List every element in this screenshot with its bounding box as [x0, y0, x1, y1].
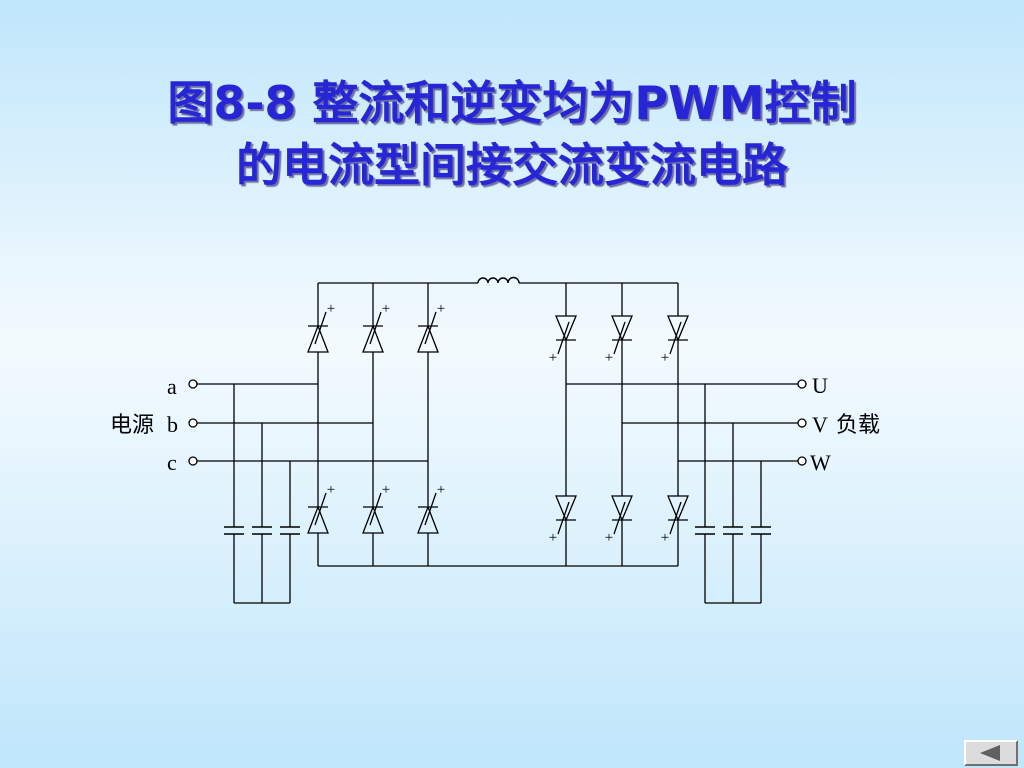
- rectifier-thyristor-upper-2-gate-plus: +: [382, 301, 390, 317]
- thyristor-triangle: [555, 495, 577, 522]
- output-u-terminal: [797, 379, 807, 389]
- inverter-thyristor-upper-3: [667, 315, 689, 355]
- rectifier-thyristor-upper-3-gate-plus: +: [437, 301, 445, 317]
- thyristor-gate: [557, 501, 570, 535]
- rectifier-thyristor-lower-3: [417, 492, 439, 534]
- rectifier-thyristor-lower-3-gate-plus: +: [437, 482, 445, 498]
- previous-slide-button[interactable]: [964, 740, 1018, 766]
- thyristor-gate: [369, 311, 382, 345]
- thyristor-triangle: [555, 315, 577, 342]
- inverter-thyristor-upper-1-gate-plus: +: [549, 350, 557, 366]
- dc-link-inductor: [477, 276, 520, 284]
- thyristor-gate: [314, 311, 327, 345]
- inverter-thyristor-upper-3-gate-plus: +: [661, 350, 669, 366]
- rectifier-thyristor-lower-2-gate-plus: +: [382, 482, 390, 498]
- inverter-thyristor-lower-2-gate-plus: +: [605, 530, 613, 546]
- circuit-wires: [197, 282, 798, 604]
- input-a-terminal: [188, 379, 198, 389]
- output-capacitor-2: [723, 526, 743, 535]
- thyristor-gate: [557, 321, 570, 355]
- thyristor-triangle: [417, 324, 439, 353]
- rectifier-thyristor-lower-2: [362, 492, 384, 534]
- thyristor-gate: [613, 501, 626, 535]
- thyristor-triangle: [362, 324, 384, 353]
- inverter-thyristor-lower-2: [611, 495, 633, 535]
- thyristor-triangle: [417, 505, 439, 534]
- circuit-devices: [188, 276, 807, 535]
- input-capacitor-1: [224, 526, 244, 535]
- inverter-thyristor-lower-3-gate-plus: +: [661, 530, 669, 546]
- input-capacitor-2: [252, 526, 272, 535]
- slide-title-line-2: 的电流型间接交流变流电路: [236, 138, 788, 192]
- rectifier-thyristor-upper-2: [362, 311, 384, 353]
- thyristor-triangle: [667, 495, 689, 522]
- input-b-terminal: [188, 418, 198, 428]
- thyristor-triangle: [362, 505, 384, 534]
- input-a-label: a: [167, 374, 177, 399]
- thyristor-triangle: [307, 505, 329, 534]
- output-capacitor-3: [751, 526, 771, 535]
- inverter-thyristor-lower-1-gate-plus: +: [549, 530, 557, 546]
- inverter-thyristor-lower-1: [555, 495, 577, 535]
- thyristor-gate: [424, 492, 437, 526]
- thyristor-triangle: [611, 315, 633, 342]
- load-label: 负载: [836, 412, 880, 437]
- thyristor-gate: [369, 492, 382, 526]
- rectifier-thyristor-upper-1: [307, 311, 329, 353]
- input-c-terminal: [188, 456, 198, 466]
- output-v-label: V: [812, 412, 828, 437]
- thyristor-triangle: [611, 495, 633, 522]
- input-b-label: b: [167, 412, 178, 437]
- input-capacitor-3: [280, 526, 300, 535]
- rectifier-thyristor-lower-1: [307, 492, 329, 534]
- source-label: 电源: [110, 412, 154, 437]
- inverter-thyristor-upper-2: [611, 315, 633, 355]
- output-w-terminal: [797, 456, 807, 466]
- output-v-terminal: [797, 418, 807, 428]
- inverter-thyristor-upper-2-gate-plus: +: [605, 350, 613, 366]
- output-w-label: W: [810, 450, 831, 475]
- thyristor-triangle: [667, 315, 689, 342]
- inverter-thyristor-upper-1: [555, 315, 577, 355]
- thyristor-gate: [613, 321, 626, 355]
- rectifier-thyristor-lower-1-gate-plus: +: [327, 482, 335, 498]
- output-capacitor-1: [695, 526, 715, 535]
- triangle-left-icon: [980, 745, 1000, 761]
- rectifier-thyristor-upper-1-gate-plus: +: [327, 301, 335, 317]
- thyristor-gate: [669, 321, 682, 355]
- thyristor-triangle: [307, 324, 329, 353]
- thyristor-gate: [424, 311, 437, 345]
- thyristor-gate: [669, 501, 682, 535]
- input-c-label: c: [167, 450, 177, 475]
- slide-title-line-1: 图8-8 整流和逆变均为PWM控制: [167, 76, 857, 130]
- output-u-label: U: [812, 373, 828, 398]
- slide-title: 图8-8 整流和逆变均为PWM控制 的电流型间接交流变流电路: [0, 72, 1024, 196]
- rectifier-thyristor-upper-3: [417, 311, 439, 353]
- thyristor-gate: [314, 492, 327, 526]
- inverter-thyristor-lower-3: [667, 495, 689, 535]
